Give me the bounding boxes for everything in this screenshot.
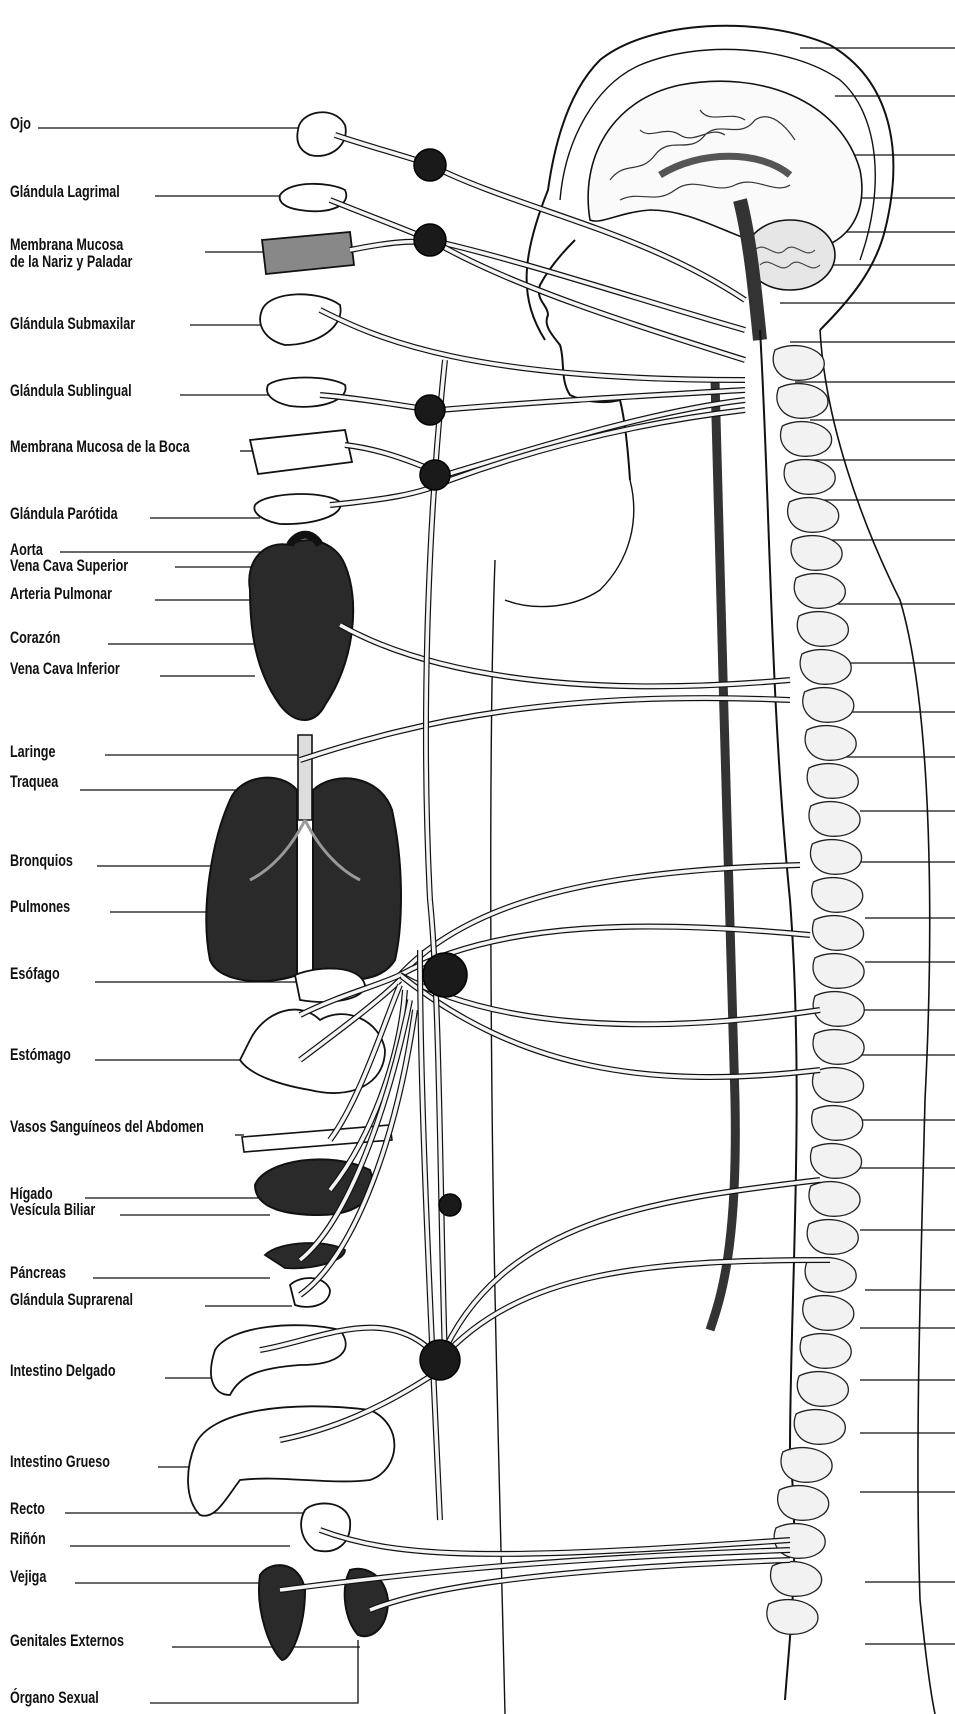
label-rinon: Riñón [10,1530,46,1547]
label-vena-cava-inferior: Vena Cava Inferior [10,660,120,677]
label-pancreas: Páncreas [10,1264,66,1281]
label-membrana-nariz-line1: Membrana Mucosa [10,236,123,253]
label-vesicula-biliar: Vesícula Biliar [10,1201,95,1218]
label-glandula-lagrimal: Glándula Lagrimal [10,183,120,200]
label-recto: Recto [10,1500,45,1517]
label-intestino-delgado: Intestino Delgado [10,1362,116,1379]
label-organo-sexual: Órgano Sexual [10,1689,99,1706]
label-membrana-boca: Membrana Mucosa de la Boca [10,438,190,455]
label-ojo: Ojo [10,115,31,132]
label-genitales-externos: Genitales Externos [10,1632,124,1649]
label-vejiga: Vejiga [10,1568,46,1585]
label-membrana-nariz-line2: de la Nariz y Paladar [10,253,132,270]
label-glandula-sublingual: Glándula Sublingual [10,382,132,399]
label-pulmones: Pulmones [10,898,70,915]
label-corazon: Corazón [10,629,60,646]
label-arteria-pulmonar: Arteria Pulmonar [10,585,112,602]
label-glandula-parotida: Glándula Parótida [10,505,118,522]
label-estomago: Estómago [10,1046,71,1063]
label-glandula-submaxilar: Glándula Submaxilar [10,315,135,332]
label-traquea: Traquea [10,773,58,790]
label-esofago: Esófago [10,965,60,982]
label-vena-cava-superior: Vena Cava Superior [10,557,128,574]
label-laringe: Laringe [10,743,55,760]
label-bronquios: Bronquios [10,852,73,869]
label-vasos-abdomen: Vasos Sanguíneos del Abdomen [10,1118,204,1135]
label-intestino-grueso: Intestino Grueso [10,1453,110,1470]
label-glandula-suprarrenal: Glándula Suprarenal [10,1291,133,1308]
